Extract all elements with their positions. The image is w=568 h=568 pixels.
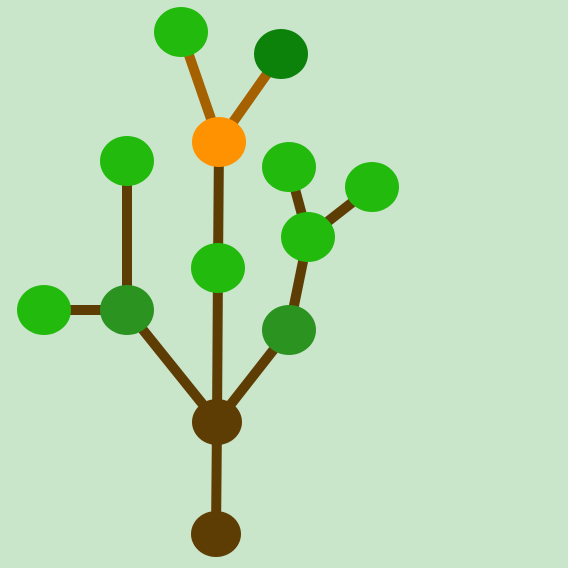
- right-upper-leaf-leaf-node[interactable]: [262, 142, 316, 192]
- right-mid-leaf-leaf-node[interactable]: [281, 212, 335, 262]
- center-leaf-leaf-node[interactable]: [191, 243, 245, 293]
- right-far-leaf-leaf-node[interactable]: [345, 162, 399, 212]
- flower-left-leaf-leaf-node[interactable]: [154, 7, 208, 57]
- trunk-hub-root-node[interactable]: [192, 399, 242, 445]
- flower-flower-node[interactable]: [192, 117, 246, 167]
- left-branch-node-leaf-node[interactable]: [100, 285, 154, 335]
- left-top-leaf-leaf-node[interactable]: [100, 136, 154, 186]
- branch-trunk-hub-to-center-leaf: [212, 267, 223, 423]
- flower-right-leaf-leaf-node[interactable]: [254, 29, 308, 79]
- nodes-layer: [17, 7, 399, 557]
- root-base-root-node[interactable]: [191, 511, 241, 557]
- right-branch-node-leaf-node[interactable]: [262, 305, 316, 355]
- far-left-leaf-leaf-node[interactable]: [17, 285, 71, 335]
